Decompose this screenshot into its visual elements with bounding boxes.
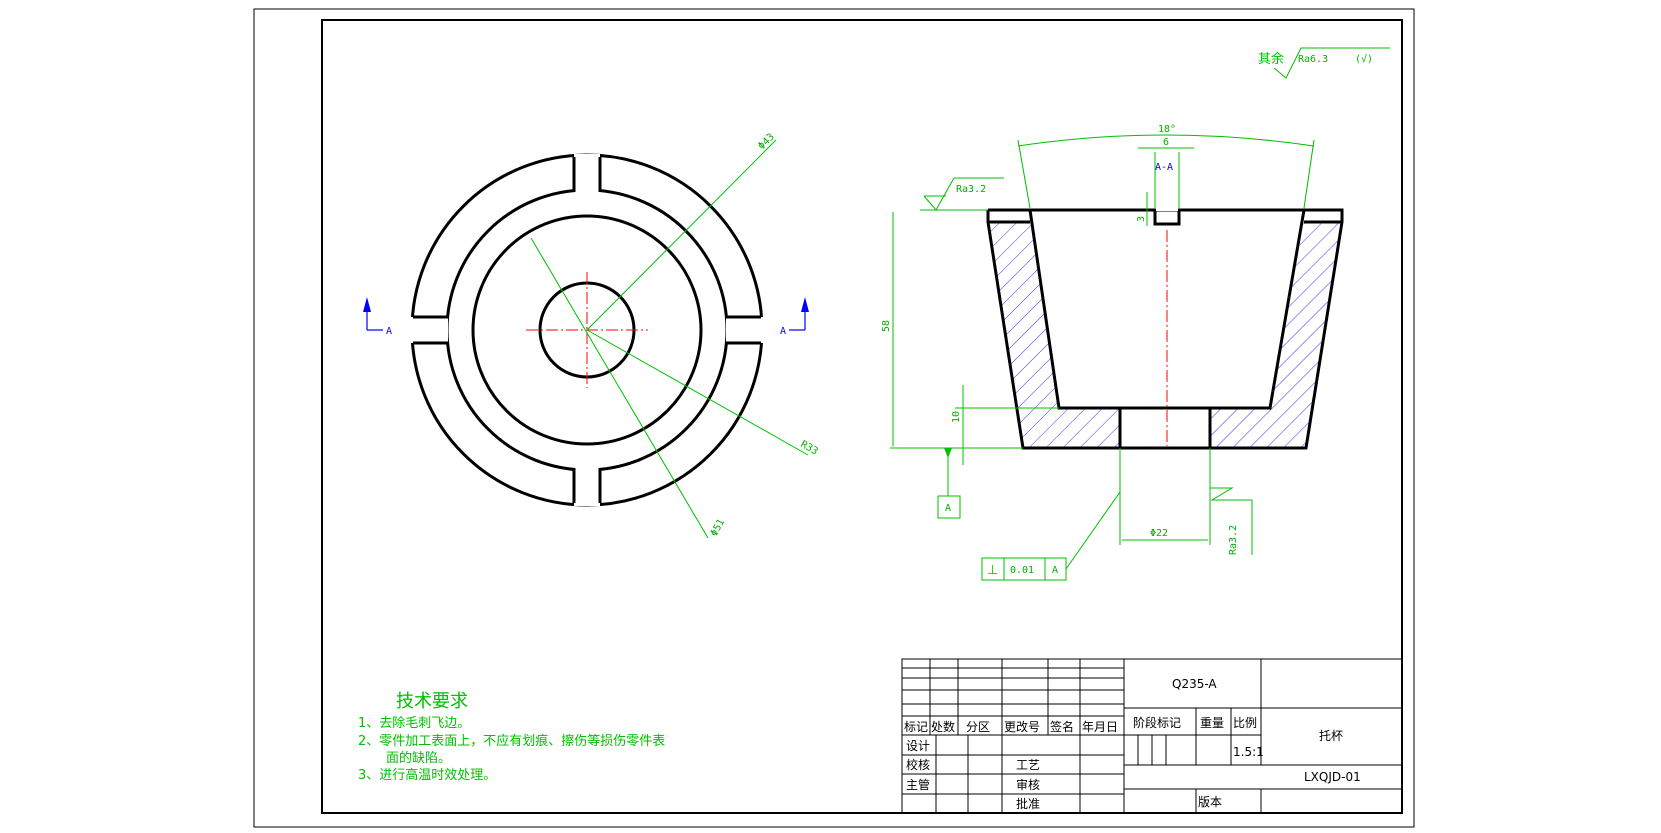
dim-slot-depth: 3 xyxy=(1136,216,1147,222)
svg-text:Ra3.2: Ra3.2 xyxy=(956,184,986,195)
dim-d51: Φ51 xyxy=(709,517,727,538)
hatch-left xyxy=(988,222,1120,448)
svg-text:0.01: 0.01 xyxy=(1010,565,1034,576)
tb-header-3: 更改号 xyxy=(1004,720,1040,734)
tb-weight-label: 重量 xyxy=(1200,716,1224,730)
svg-text:⊥: ⊥ xyxy=(987,563,998,578)
dim-r33: R33 xyxy=(799,439,820,457)
tb-approve: 批准 xyxy=(1016,796,1040,811)
slot-bottom xyxy=(572,468,602,506)
tech-requirements: 技术要求 1、去除毛刺飞边。 2、零件加工表面上，不应有划痕、擦伤等损伤零件表 … xyxy=(358,691,665,783)
roughness-other: 其余 Ra6.3 (√) xyxy=(1258,47,1390,79)
tb-material: Q235-A xyxy=(1172,677,1217,691)
section-view: 18° 6 A-A 3 58 10 Φ22 Ra3.2 xyxy=(881,124,1344,581)
tech-item-1: 1、去除毛刺飞边。 xyxy=(358,716,470,731)
dim-base-height: 10 xyxy=(951,411,962,423)
tb-header-5: 年月日 xyxy=(1082,720,1118,734)
svg-text:A: A xyxy=(780,326,786,337)
tech-item-2: 2、零件加工表面上，不应有划痕、擦伤等损伤零件表 xyxy=(358,733,665,749)
dim-slot-width: 6 xyxy=(1163,137,1169,148)
svg-text:其余: 其余 xyxy=(1258,51,1284,67)
tb-design: 设计 xyxy=(906,739,930,753)
section-arrow-left: A xyxy=(363,297,392,337)
slot-left xyxy=(410,315,448,345)
svg-text:Ra6.3: Ra6.3 xyxy=(1298,54,1328,65)
outer-frame xyxy=(253,8,1415,828)
slot-right xyxy=(726,315,764,345)
tb-check: 校核 xyxy=(906,757,930,772)
hatch-right xyxy=(1210,222,1342,448)
dim-height: 58 xyxy=(881,320,892,332)
dim-angle: 18° xyxy=(1158,124,1176,135)
tb-header-2: 分区 xyxy=(966,720,990,734)
section-arrow-right: A xyxy=(780,297,809,337)
slot-top xyxy=(572,154,602,192)
roughness-top-symbol: Ra3.2 xyxy=(923,177,1004,211)
dim-bore: Φ22 xyxy=(1150,528,1168,539)
top-view: Φ43 R33 Φ51 A A xyxy=(363,132,820,538)
svg-text:A: A xyxy=(386,326,392,337)
tolerance-frame: ⊥ 0.01 A xyxy=(981,491,1121,581)
roughness-bottom-symbol: Ra3.2 xyxy=(1210,487,1253,555)
tech-title: 技术要求 xyxy=(396,691,468,712)
tb-scale-value: 1.5:1 xyxy=(1233,745,1264,759)
tb-header-4: 签名 xyxy=(1050,719,1074,734)
tech-item-2b: 面的缺陷。 xyxy=(386,750,451,766)
svg-text:Ra3.2: Ra3.2 xyxy=(1228,525,1239,555)
tb-part-name: 托杯 xyxy=(1319,729,1343,743)
title-block: 标记 处数 分区 更改号 签名 年月日 设计 校核 主管 工艺 审核 批准 Q2… xyxy=(901,658,1403,814)
svg-text:A: A xyxy=(945,503,951,514)
datum-symbol: A xyxy=(937,448,961,519)
tb-drawing-no: LXQJD-01 xyxy=(1304,770,1361,784)
svg-text:(√): (√) xyxy=(1355,53,1373,65)
tb-process: 工艺 xyxy=(1016,758,1040,772)
tb-supervisor: 主管 xyxy=(906,777,930,792)
tb-edition: 版本 xyxy=(1198,795,1222,809)
tb-header-1: 处数 xyxy=(931,719,955,734)
tech-item-3: 3、进行高温时效处理。 xyxy=(358,767,496,783)
svg-text:A: A xyxy=(1052,565,1058,576)
tb-header-0: 标记 xyxy=(904,720,928,734)
section-label: A-A xyxy=(1155,162,1173,173)
dim-d43: Φ43 xyxy=(756,132,777,153)
tb-review: 审核 xyxy=(1016,777,1040,792)
tb-stage-label: 阶段标记 xyxy=(1133,715,1181,730)
tb-scale-label: 比例 xyxy=(1233,716,1257,730)
inner-frame xyxy=(321,19,1403,814)
